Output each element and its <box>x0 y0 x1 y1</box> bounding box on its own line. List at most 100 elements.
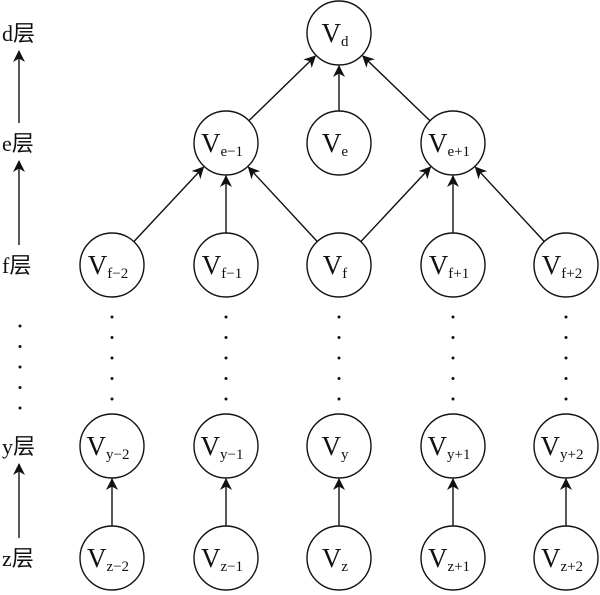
node-label: Vy−2 <box>87 431 130 463</box>
node-circle <box>420 232 486 298</box>
ellipsis-dot <box>564 377 568 380</box>
node-label: Vf+1 <box>429 250 469 282</box>
node-circle <box>533 232 599 298</box>
ellipsis-dot <box>564 315 568 319</box>
node-label: Vz+2 <box>541 543 583 575</box>
edge-arrow <box>247 166 318 242</box>
ellipsis-dot <box>224 356 228 360</box>
node-circle <box>420 110 486 176</box>
node-circle <box>533 413 599 479</box>
node-circle <box>420 413 486 479</box>
node-label: Vz <box>322 543 349 575</box>
ellipsis-dot <box>224 397 228 401</box>
ellipsis-dot <box>224 336 228 339</box>
node-Vy+1: Vy+1 <box>420 413 486 479</box>
node-label: Ve <box>322 128 349 160</box>
ellipsis-dot <box>110 356 114 360</box>
node-Vz-2: Vz−2 <box>79 525 145 591</box>
node-circle <box>306 110 372 176</box>
ellipsis-dots <box>18 315 568 410</box>
node-label: Vz−1 <box>201 543 243 575</box>
node-label: Vz+1 <box>428 543 470 575</box>
node-circle <box>533 525 599 591</box>
node-label: Vf−2 <box>88 250 128 282</box>
ellipsis-dot <box>110 315 114 319</box>
node-Vf+1: Vf+1 <box>420 232 486 298</box>
ellipsis-dot <box>451 377 455 380</box>
node-Vf-2: Vf−2 <box>79 232 145 298</box>
node-label: Vf−1 <box>202 250 242 282</box>
node-circle <box>306 413 372 479</box>
ellipsis-dot <box>337 356 341 360</box>
node-Vz+1: Vz+1 <box>420 525 486 591</box>
node-label: Ve−1 <box>201 128 243 160</box>
ellipsis-dot <box>564 336 568 339</box>
node-label: Vf <box>323 250 348 282</box>
node-circle <box>193 525 259 591</box>
layer-ellipsis-dot <box>18 365 22 369</box>
ellipsis-dot <box>337 397 341 401</box>
node-Vf-1: Vf−1 <box>193 232 259 298</box>
node-Vf+2: Vf+2 <box>533 232 599 298</box>
node-circle <box>193 110 259 176</box>
node-circle <box>79 413 145 479</box>
layer-label-e: e层 <box>2 131 34 156</box>
ellipsis-dot <box>224 315 228 319</box>
node-circle <box>79 525 145 591</box>
layer-ellipsis-dot <box>18 345 22 348</box>
node-label: Vz−2 <box>87 543 129 575</box>
ellipsis-dot <box>337 315 341 319</box>
edge-arrow <box>360 166 432 243</box>
ellipsis-dot <box>110 377 114 380</box>
edge-arrow <box>362 55 431 122</box>
layer-label-z: z层 <box>2 546 34 571</box>
ellipsis-dot <box>337 336 341 339</box>
edge-arrow <box>133 166 205 243</box>
node-circle <box>79 232 145 298</box>
node-Ve+1: Ve+1 <box>420 110 486 176</box>
ellipsis-dot <box>224 377 228 380</box>
node-circle <box>306 525 372 591</box>
node-circle <box>193 232 259 298</box>
ellipsis-dot <box>564 397 568 401</box>
edge-arrow <box>474 166 545 242</box>
node-label: Ve+1 <box>428 128 470 160</box>
node-label: Vy+1 <box>428 431 471 463</box>
layer-label-y: y层 <box>2 434 35 459</box>
ellipsis-dot <box>564 356 568 360</box>
layer-label-f: f层 <box>2 253 31 278</box>
edge-arrow <box>248 55 317 122</box>
ellipsis-dot <box>451 356 455 360</box>
node-Vz+2: Vz+2 <box>533 525 599 591</box>
node-Vz-1: Vz−1 <box>193 525 259 591</box>
ellipsis-dot <box>110 336 114 339</box>
node-Vy+2: Vy+2 <box>533 413 599 479</box>
ellipsis-dot <box>337 377 341 380</box>
node-circle <box>420 525 486 591</box>
node-label: Vy+2 <box>541 431 584 463</box>
node-Ve-1: Ve−1 <box>193 110 259 176</box>
ellipsis-dot <box>451 336 455 339</box>
node-label: Vy <box>322 431 350 463</box>
node-Vy: Vy <box>306 413 372 479</box>
layer-labels: d层 e层 f层 y层 z层 <box>2 21 35 571</box>
ellipsis-dot <box>110 397 114 401</box>
node-Vf: Vf <box>306 232 372 298</box>
node-circle <box>306 0 372 66</box>
node-label: Vf+2 <box>542 250 582 282</box>
node-circle <box>193 413 259 479</box>
node-Vd: Vd <box>306 0 372 66</box>
layer-ellipsis-dot <box>18 324 22 328</box>
node-circle <box>306 232 372 298</box>
layer-ellipsis-dot <box>18 386 22 389</box>
node-Ve: Ve <box>306 110 372 176</box>
layer-ellipsis-dot <box>18 406 22 410</box>
ellipsis-dot <box>451 315 455 319</box>
ellipsis-dot <box>451 397 455 401</box>
node-Vz: Vz <box>306 525 372 591</box>
layer-label-d: d层 <box>2 21 35 46</box>
node-label: Vy−1 <box>201 431 244 463</box>
edges <box>106 55 572 526</box>
